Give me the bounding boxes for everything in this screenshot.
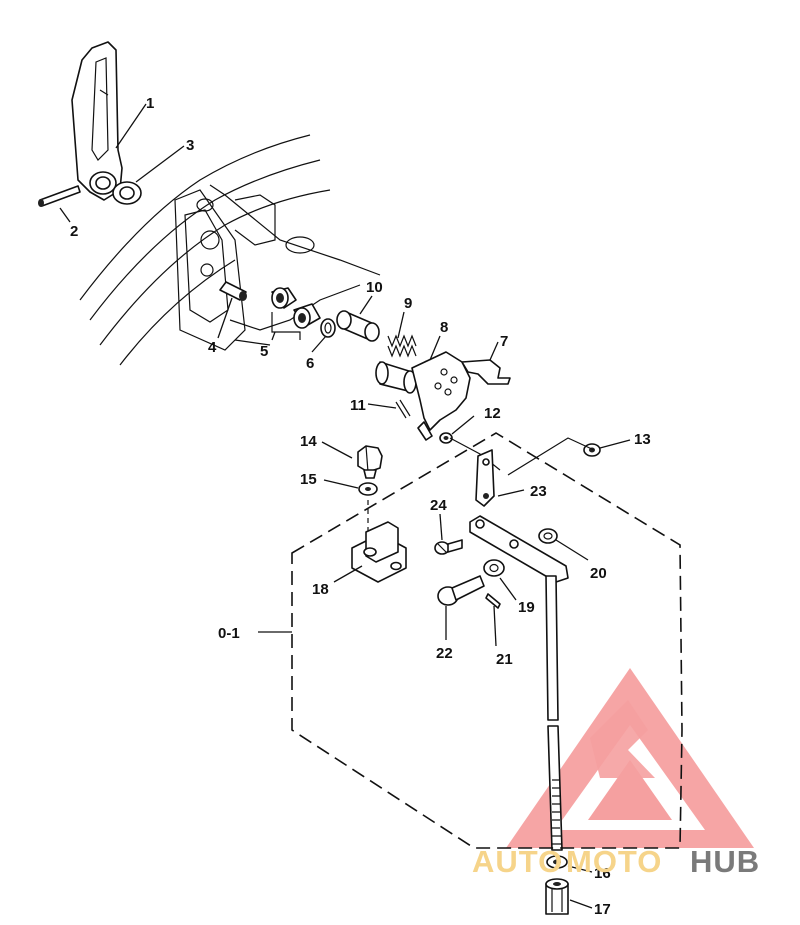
- part-12-washer: [439, 432, 453, 444]
- watermark-moto: MOTO: [566, 844, 662, 879]
- part-16-nut: [546, 855, 568, 869]
- watermark-triangle-core: [588, 760, 672, 820]
- watermark-logo: [506, 668, 754, 848]
- callout-4: 4: [208, 339, 217, 356]
- part-9-spring: [387, 334, 417, 358]
- callout-18: 18: [312, 581, 329, 598]
- part-19-washer: [483, 559, 505, 577]
- callout-16: 16: [594, 865, 611, 882]
- callout-21: 21: [496, 651, 513, 668]
- callout-19: 19: [518, 599, 535, 616]
- assembly-label: 0-1: [218, 625, 240, 642]
- part-6-ring: [320, 318, 336, 338]
- callout-3: 3: [186, 137, 194, 154]
- callout-1: 1: [146, 95, 154, 112]
- callout-14: 14: [300, 433, 317, 450]
- part-5-bushings: [271, 287, 321, 340]
- watermark-hub: HUB: [690, 844, 760, 879]
- throttle-rod: [545, 575, 563, 851]
- part-23-link: [475, 449, 495, 507]
- callout-labels: 1 2 3 4 5 6 7 8 9 10 11 12 13 14 15 16 1…: [70, 95, 651, 918]
- part-13-washer: [583, 443, 601, 457]
- callout-17: 17: [594, 901, 611, 918]
- part-2-pin: [38, 185, 81, 207]
- assembly-boundary: [291, 432, 683, 849]
- callout-12: 12: [484, 405, 501, 422]
- part-18-bracket: [351, 521, 407, 583]
- callout-22: 22: [436, 645, 453, 662]
- part-11-cotter-pin: [395, 399, 411, 419]
- part-15-washer: [358, 482, 378, 496]
- leader-lines: [59, 103, 631, 909]
- part-20-arm: [469, 515, 569, 583]
- callout-24: 24: [430, 497, 447, 514]
- part-3-washer: [112, 181, 142, 205]
- callout-6: 6: [306, 355, 314, 372]
- part-1-throttle-lever: [71, 41, 123, 201]
- callout-7: 7: [500, 333, 508, 350]
- watermark-g-mark: [590, 700, 655, 778]
- callout-5: 5: [260, 343, 268, 360]
- callout-11: 11: [350, 397, 366, 414]
- watermark-text: AUTO MOTO HUB: [472, 844, 760, 879]
- engine-casting: [79, 134, 381, 366]
- part-7-cam: [375, 351, 511, 441]
- part-4-dowel: [219, 281, 247, 301]
- callout-8: 8: [440, 319, 448, 336]
- callout-10: 10: [366, 279, 383, 296]
- callout-20: 20: [590, 565, 607, 582]
- watermark-auto: AUTO: [472, 844, 563, 879]
- part-24-screw: [434, 539, 463, 555]
- callout-9: 9: [404, 295, 412, 312]
- callout-13: 13: [634, 431, 651, 448]
- part-14-bolt: [357, 445, 383, 479]
- part-22-clevis-pin: [437, 575, 485, 606]
- callout-2: 2: [70, 223, 78, 240]
- part-10-spacer: [336, 310, 380, 342]
- part-21-cotter-pin: [485, 593, 501, 609]
- part-17-connector: [545, 878, 569, 915]
- callout-15: 15: [300, 471, 317, 488]
- callout-23: 23: [530, 483, 547, 500]
